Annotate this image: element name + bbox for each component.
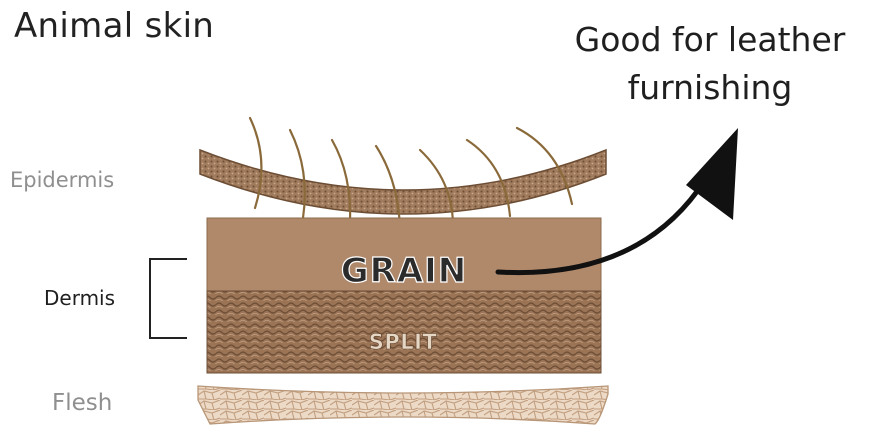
split-label: SPLIT bbox=[369, 330, 438, 354]
grain-label: GRAIN bbox=[341, 251, 468, 291]
dermis-bracket bbox=[150, 259, 187, 338]
flesh-layer bbox=[198, 386, 608, 424]
